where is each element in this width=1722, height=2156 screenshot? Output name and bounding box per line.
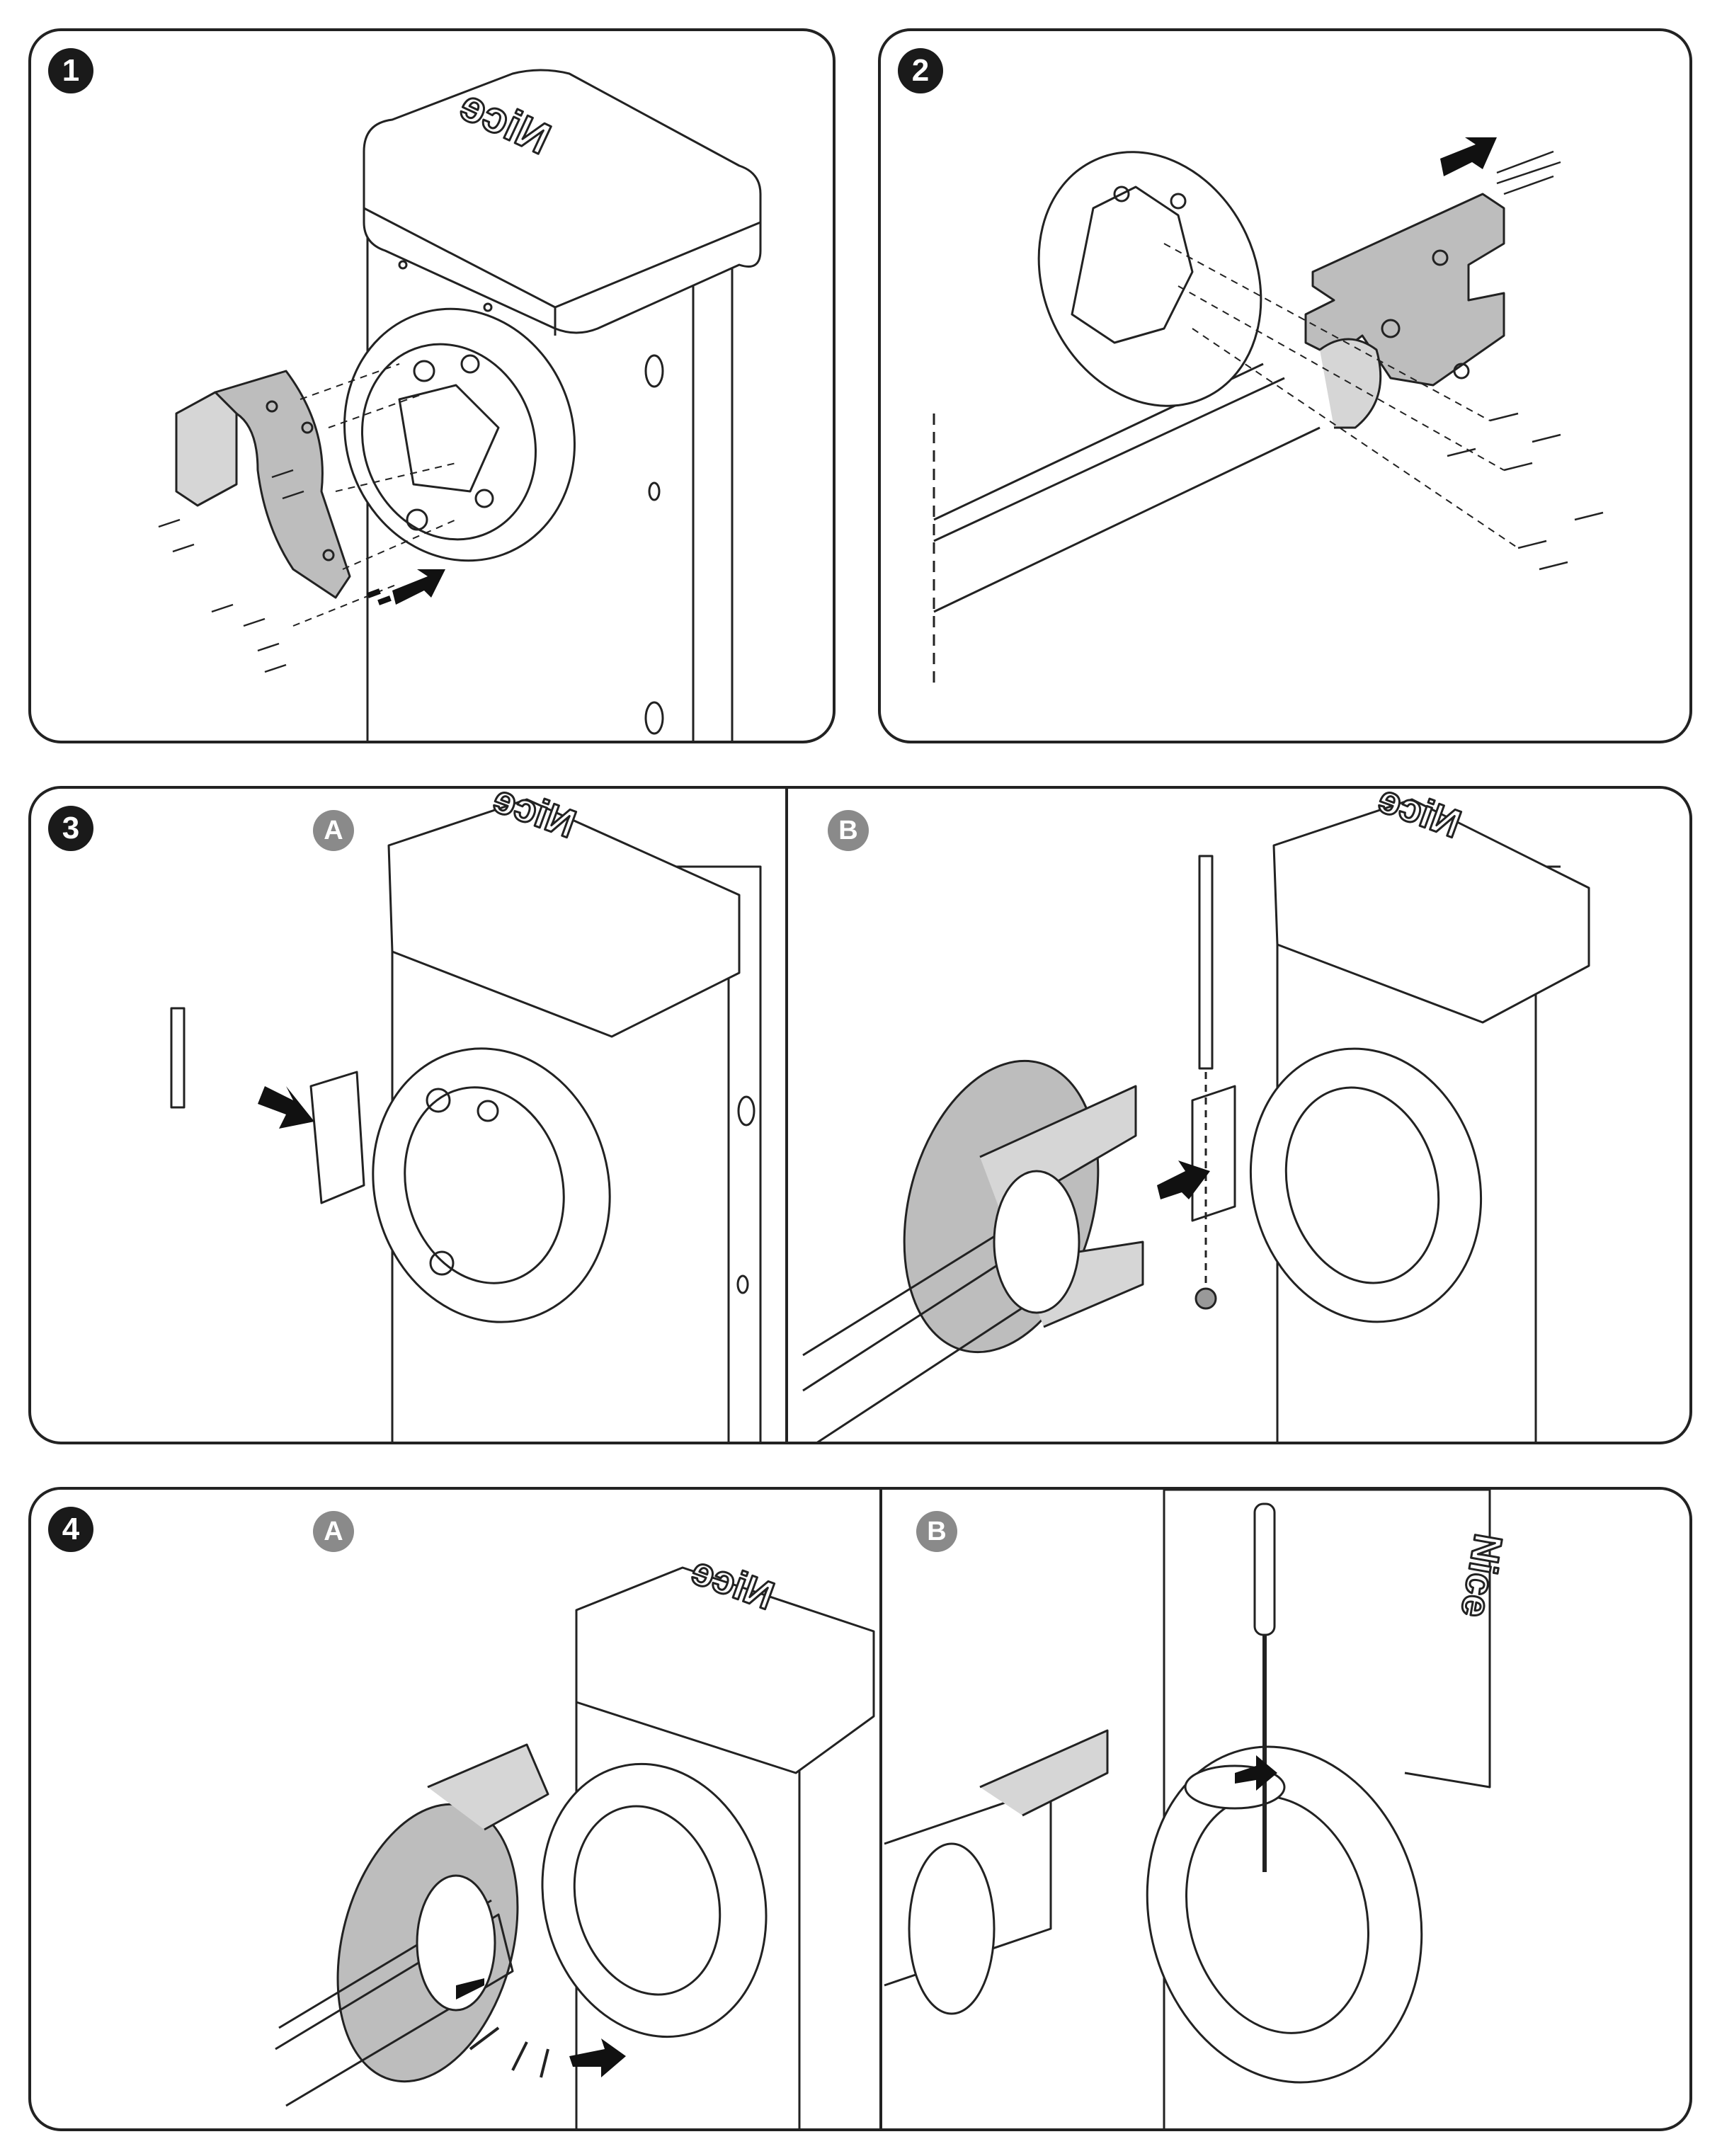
step-3-sub-a-badge: A xyxy=(313,810,354,851)
step-1-illustration: Nice xyxy=(158,69,762,741)
panel-step-1: 1 Nice xyxy=(28,28,836,743)
step-4-sub-a-badge: A xyxy=(313,1511,354,1552)
step-3-illustration: Nice Nice xyxy=(170,789,1590,1442)
step-4-sub-b-badge: B xyxy=(916,1511,957,1552)
panel-step-4: 4 A B Nice xyxy=(28,1487,1692,2131)
step-3-badge: 3 xyxy=(48,806,93,851)
step-2-badge: 2 xyxy=(898,48,943,93)
brand-logo-4b: Nice xyxy=(1453,1531,1512,1621)
panel-step-2: 2 xyxy=(878,28,1692,743)
panel-step-3: 3 A B Nice Nice xyxy=(28,786,1692,1444)
step-4-badge: 4 xyxy=(48,1507,93,1552)
step-3-sub-b-badge: B xyxy=(828,810,869,851)
panel-divider xyxy=(879,1490,882,2128)
panel-divider xyxy=(785,789,788,1442)
step-4-illustration: Nice Nice xyxy=(275,1490,1512,2128)
step-1-badge: 1 xyxy=(48,48,93,93)
step-2-illustration xyxy=(933,137,1604,683)
